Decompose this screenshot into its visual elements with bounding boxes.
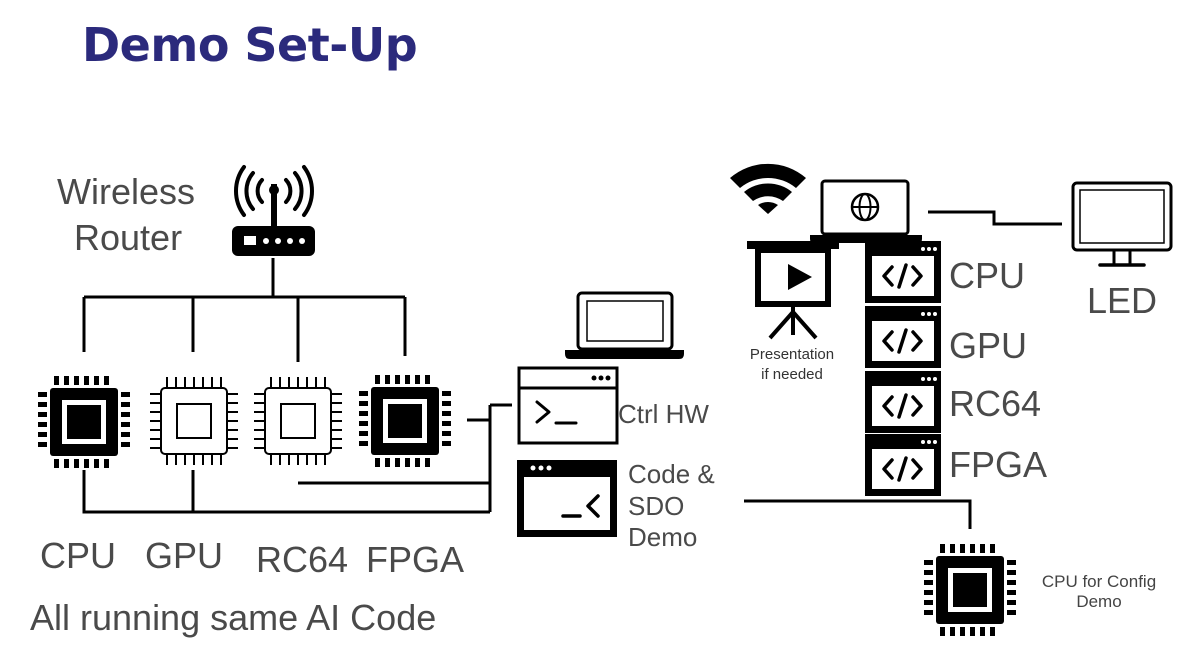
code-sdo-label-line1: Code & [628, 459, 715, 489]
fpga-label: FPGA [366, 539, 465, 580]
gpu-label: GPU [145, 535, 224, 576]
code-sdo-label-line3: Demo [628, 522, 698, 552]
code-window-cpu-label: CPU [949, 255, 1026, 296]
code-window-rc64-label: RC64 [949, 383, 1042, 424]
code-sdo-window-icon [517, 460, 617, 537]
presentation-board-icon [747, 241, 839, 340]
connection-lines [82, 210, 1062, 529]
ctrl-hw-label: Ctrl HW [618, 399, 709, 429]
presentation-label-line2: if needed [761, 366, 823, 383]
cpu-chip-icon [38, 376, 130, 468]
browser-laptop-icon [810, 179, 922, 243]
code-sdo-label-line2: SDO [628, 491, 685, 521]
rc64-label: RC64 [256, 539, 349, 580]
cpu-label: CPU [40, 535, 117, 576]
presentation-label-line1: Presentation [749, 346, 835, 363]
cpu-config-label-line1: CPU for Config [1041, 572, 1157, 591]
fpga-chip-icon [359, 375, 451, 467]
wireless-router-icon [232, 165, 315, 256]
code-window-cpu-icon [863, 239, 943, 305]
router-label-line1: Wireless [57, 171, 196, 212]
router-label-line2: Router [74, 217, 183, 258]
code-window-gpu-icon [863, 304, 943, 370]
led-monitor-icon [1071, 181, 1173, 267]
led-label: LED [1087, 280, 1158, 321]
laptop-icon [565, 291, 684, 359]
code-window-fpga-icon [863, 432, 943, 498]
wifi-icon [730, 163, 806, 214]
code-window-rc64-icon [863, 369, 943, 435]
cpu-config-chip-icon [924, 544, 1016, 636]
page-title: Demo Set-Up [82, 18, 418, 72]
presentation-label: Presentation if needed [737, 345, 847, 385]
cpu-config-label-line2: Demo [1076, 592, 1122, 611]
terminal-window-icon [517, 366, 619, 445]
gpu-chip-icon [149, 376, 239, 466]
code-window-fpga-label: FPGA [949, 444, 1048, 485]
rc64-chip-icon [253, 376, 343, 466]
caption: All running same AI Code [30, 597, 437, 638]
cpu-config-label: CPU for Config Demo [1024, 572, 1174, 612]
code-window-gpu-label: GPU [949, 325, 1028, 366]
